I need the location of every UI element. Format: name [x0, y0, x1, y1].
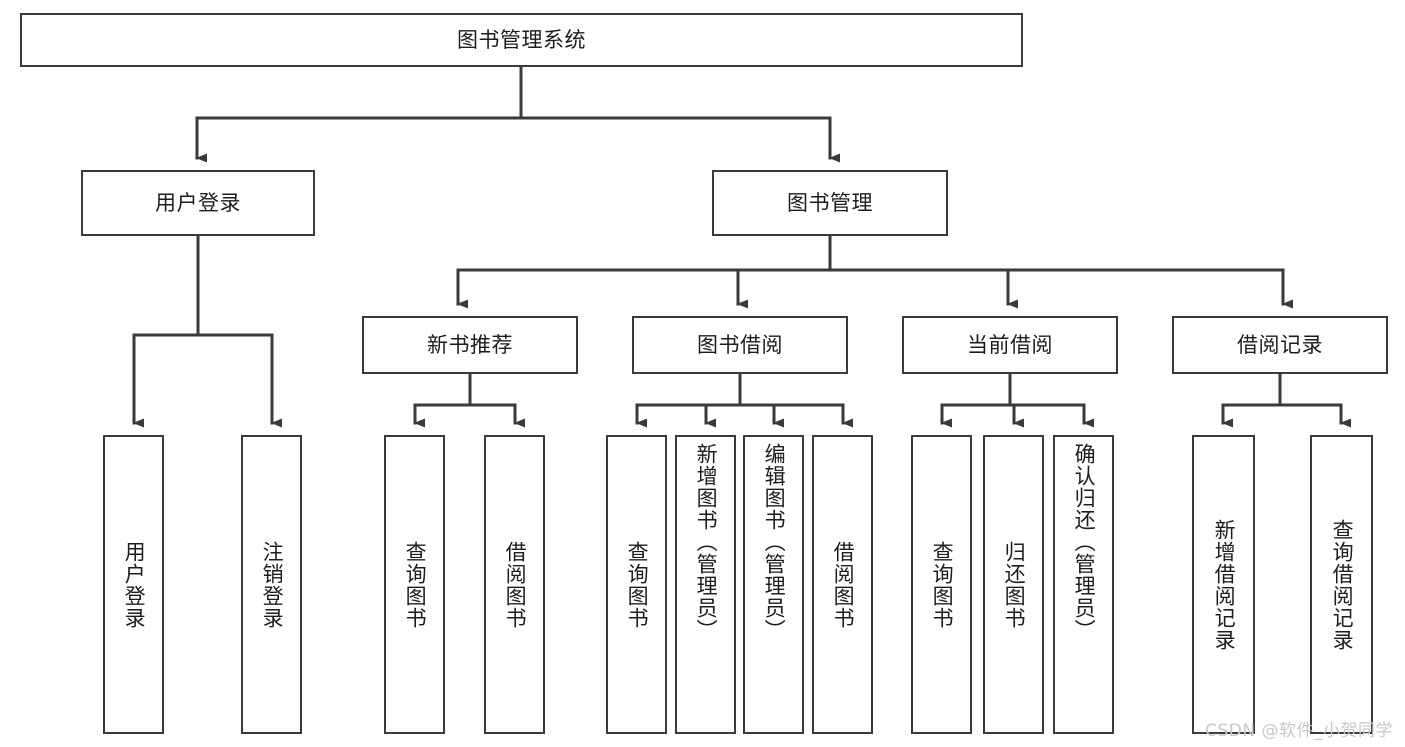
node-leaf-rec-query[interactable]: 查询图书 — [384, 435, 445, 734]
node-leaf-rec-query2-label: 查询借阅记录 — [1330, 518, 1355, 651]
node-leaf-borrow-add[interactable]: 新增图书（管理员） — [675, 435, 736, 734]
node-leaf-cur-confirm[interactable]: 确认归还（管理员） — [1053, 435, 1114, 734]
node-user-login[interactable]: 用户登录 — [81, 170, 315, 236]
node-book-manage-label: 图书管理 — [787, 190, 873, 215]
watermark-text: CSDN @软件_小贺同学 — [1205, 721, 1393, 741]
node-leaf-borrow-add-label: 新增图书（管理员） — [694, 443, 719, 641]
node-leaf-cur-return-label: 归还图书 — [1002, 540, 1027, 629]
node-user-login-label: 用户登录 — [155, 190, 241, 215]
node-new-book-rec-label: 新书推荐 — [427, 332, 513, 357]
node-book-borrow[interactable]: 图书借阅 — [632, 316, 848, 374]
node-leaf-cur-confirm-label: 确认归还（管理员） — [1072, 443, 1097, 641]
node-leaf-rec-query2[interactable]: 查询借阅记录 — [1310, 435, 1373, 734]
node-leaf-user-logout[interactable]: 注销登录 — [241, 435, 302, 734]
node-new-book-rec[interactable]: 新书推荐 — [362, 316, 578, 374]
node-current-borrow[interactable]: 当前借阅 — [902, 316, 1118, 374]
node-leaf-user-login[interactable]: 用户登录 — [103, 435, 164, 734]
node-current-borrow-label: 当前借阅 — [967, 332, 1053, 357]
node-leaf-cur-query[interactable]: 查询图书 — [911, 435, 972, 734]
node-leaf-borrow-edit[interactable]: 编辑图书（管理员） — [743, 435, 804, 734]
node-leaf-borrow-edit-label: 编辑图书（管理员） — [762, 443, 787, 641]
node-leaf-borrow-query[interactable]: 查询图书 — [606, 435, 667, 734]
node-leaf-rec-add[interactable]: 新增借阅记录 — [1192, 435, 1255, 734]
node-leaf-rec-query-label: 查询图书 — [403, 540, 428, 629]
node-root[interactable]: 图书管理系统 — [20, 13, 1023, 67]
node-leaf-borrow-query-label: 查询图书 — [625, 540, 650, 629]
node-borrow-record[interactable]: 借阅记录 — [1172, 316, 1388, 374]
node-leaf-borrow-do[interactable]: 借阅图书 — [812, 435, 873, 734]
node-leaf-cur-query-label: 查询图书 — [930, 540, 955, 629]
node-borrow-record-label: 借阅记录 — [1237, 332, 1323, 357]
node-leaf-rec-borrow[interactable]: 借阅图书 — [484, 435, 545, 734]
node-leaf-rec-add-label: 新增借阅记录 — [1212, 518, 1237, 651]
node-book-borrow-label: 图书借阅 — [697, 332, 783, 357]
node-leaf-borrow-do-label: 借阅图书 — [831, 540, 856, 629]
node-leaf-user-login-label: 用户登录 — [122, 540, 147, 629]
node-leaf-cur-return[interactable]: 归还图书 — [983, 435, 1044, 734]
node-root-label: 图书管理系统 — [457, 27, 586, 52]
node-book-manage[interactable]: 图书管理 — [712, 170, 948, 236]
node-leaf-user-logout-label: 注销登录 — [260, 540, 285, 629]
node-leaf-rec-borrow-label: 借阅图书 — [503, 540, 528, 629]
